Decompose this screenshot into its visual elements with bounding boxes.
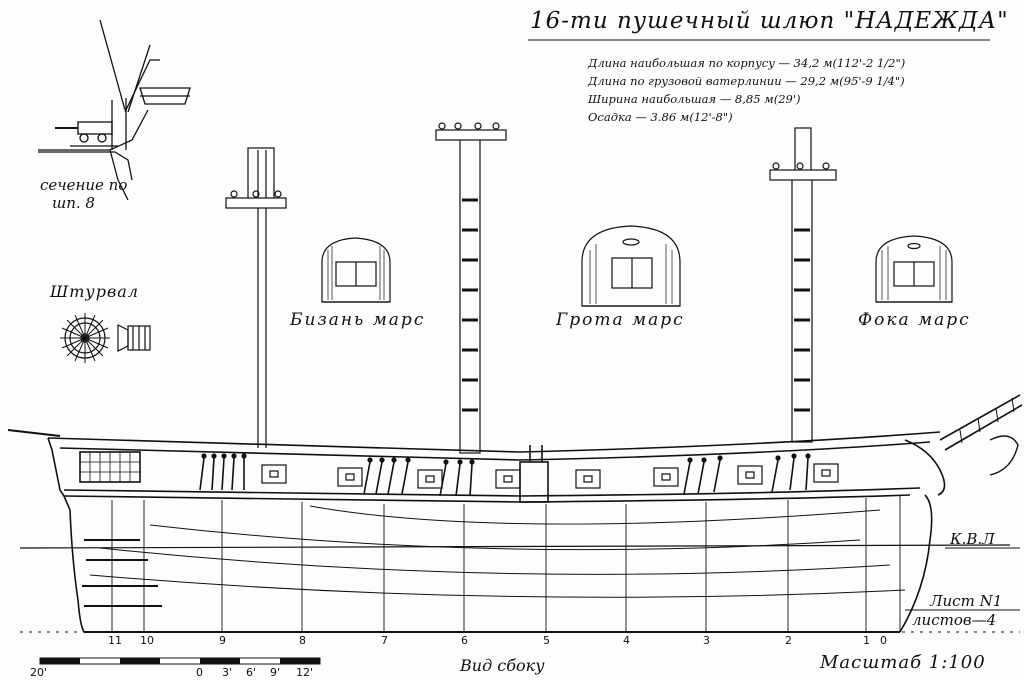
scale-bar-label: 0 <box>196 666 203 679</box>
wheel-label: Штурвал <box>50 282 139 301</box>
scale-bar-label: 6' <box>246 666 257 679</box>
gun-ports <box>261 463 839 489</box>
sheet-number-label: Лист N1 <box>930 592 1003 610</box>
kvl-line <box>19 544 1011 549</box>
frame-number: 7 <box>381 634 388 647</box>
frame-number: 10 <box>140 634 154 647</box>
fore-top <box>875 235 953 303</box>
view-label: Вид сбоку <box>460 656 545 675</box>
frame-number: 3 <box>703 634 710 647</box>
frame-number: 8 <box>299 634 306 647</box>
scale-bar <box>39 657 321 665</box>
main-top-label: Грота марс <box>556 310 685 330</box>
steering-wheel <box>60 313 151 363</box>
scale-bar-label: 20' <box>30 666 48 679</box>
section-label: сечение по <box>40 176 128 194</box>
frame-number: 6 <box>461 634 468 647</box>
fore-top-label: Фока марс <box>858 310 971 330</box>
waterlines <box>19 505 1011 598</box>
waterline-label: К.В.Л <box>950 530 995 548</box>
scale-bar-label: 3' <box>222 666 233 679</box>
spec-length-waterline: Длина по грузовой ватерлинии — 29,2 м(95… <box>588 74 905 88</box>
pin-heads <box>201 453 811 465</box>
drawing-title: 16-ти пушечный шлюп "НАДЕЖДА" <box>530 8 1009 34</box>
section-label-frame: шп. 8 <box>52 194 95 212</box>
spec-length-overall: Длина наибольшая по корпусу — 34,2 м(112… <box>588 56 906 70</box>
frame-number: 9 <box>219 634 226 647</box>
main-mast <box>435 122 507 454</box>
mizzen-top <box>321 237 391 303</box>
chain-plates <box>199 457 809 497</box>
mizzen-top-label: Бизань марс <box>290 310 426 330</box>
frame-number: 4 <box>623 634 630 647</box>
sheet-count-label: листов—4 <box>912 611 997 629</box>
frame-number: 11 <box>108 634 122 647</box>
spec-beam: Ширина наибольшая — 8,85 м(29') <box>588 92 801 106</box>
station-lines <box>111 496 901 632</box>
frame-number: 0 <box>880 634 887 647</box>
scale-bar-label: 12' <box>296 666 314 679</box>
frame-number: 2 <box>785 634 792 647</box>
section-view <box>38 19 191 201</box>
rudder <box>82 539 162 607</box>
mizzen-mast <box>225 147 287 448</box>
main-top <box>581 225 681 307</box>
scale-label: Масштаб 1:100 <box>820 652 986 673</box>
fore-mast <box>769 127 837 443</box>
frame-number: 1 <box>863 634 870 647</box>
frame-number: 5 <box>543 634 550 647</box>
spec-draft: Осадка — 3.86 м(12'-8") <box>588 110 733 124</box>
scale-bar-label: 9' <box>270 666 281 679</box>
